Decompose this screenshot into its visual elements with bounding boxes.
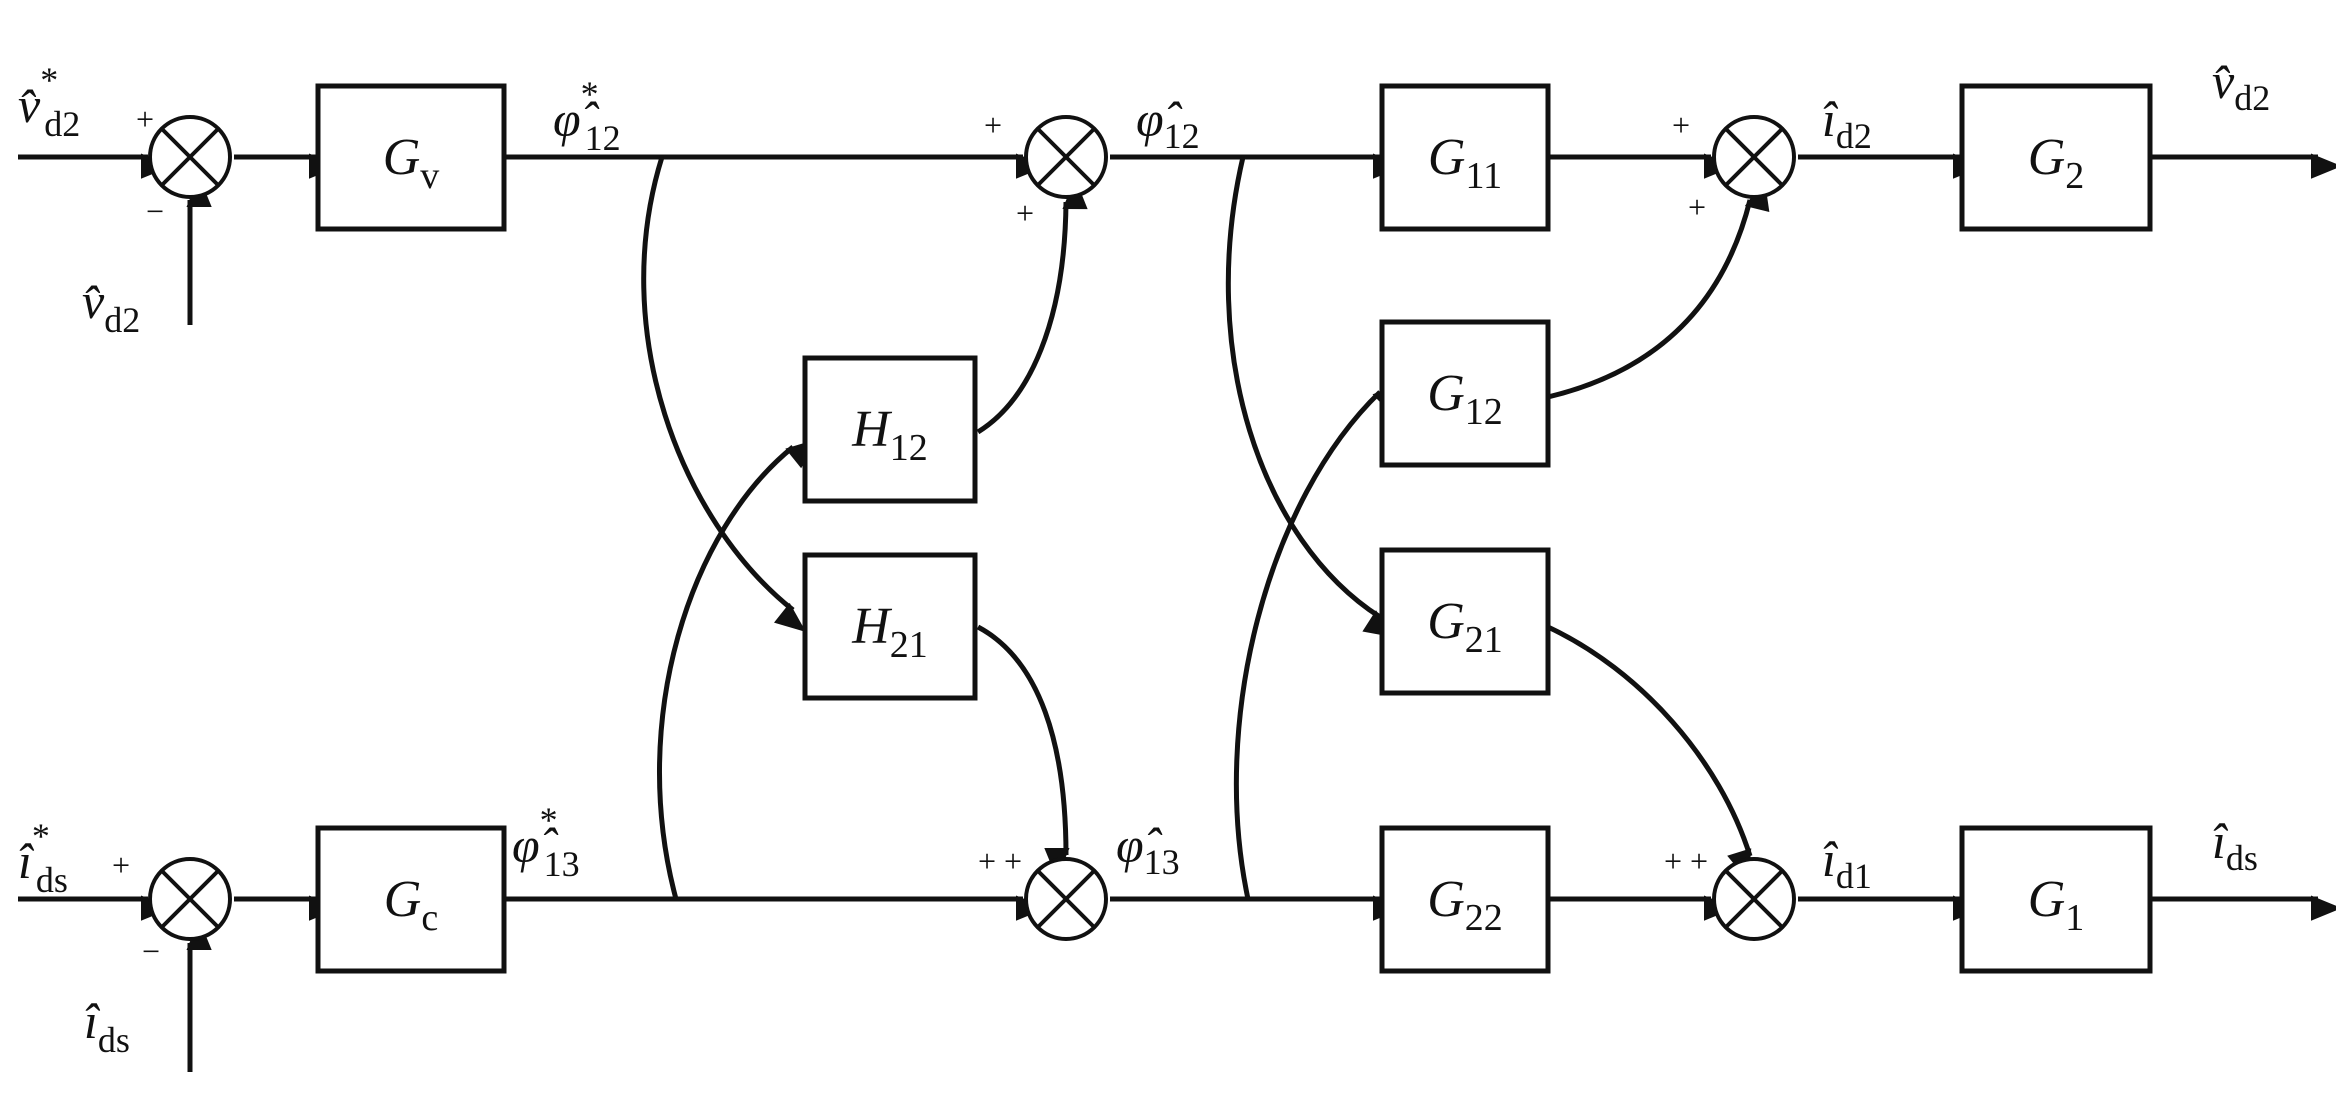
wire-g21-to-sum6 [1546,624,1753,882]
sign-sum1-plus: + [136,101,154,137]
label-phi13: φ̂13 [1116,817,1180,882]
block-g2: G2 [1959,83,2153,232]
block-g21: G21 [1379,547,1551,696]
sum-junction-phi13 [1024,857,1108,941]
wire-h21-to-sum4 [976,624,1070,879]
block-gc: Gc [315,825,507,974]
label-ids-ref: î*ds [18,816,68,900]
block-g1: G1 [1959,825,2153,974]
sign-sum1-minus: − [146,193,164,229]
block-gv: Gv [315,83,507,232]
sign-sum2-plus: + [112,847,130,883]
sum-junction-vd2 [148,115,232,199]
svg-text:G11: G11 [1428,129,1502,197]
label-ids-out: îds [2212,813,2258,878]
sign-sum3-plus-bottom: + [1016,195,1034,231]
label-phi13-ref: φ̂*13 [512,800,580,884]
sign-sum6-plusplus: + + [1664,843,1708,879]
wire-phi13-to-g12 [1233,382,1404,900]
label-vd2-feedback: v̂d2 [82,273,140,340]
svg-text:G21: G21 [1427,593,1503,661]
svg-text:G1: G1 [2028,871,2085,939]
label-phi12: φ̂12 [1136,91,1200,156]
label-vd2-ref: v̂*d2 [18,60,80,144]
svg-text:Gv: Gv [383,129,440,197]
block-g11: G11 [1379,83,1551,232]
sum-junction-id1 [1712,857,1796,941]
sum-junction-ids [148,857,232,941]
label-vd2-out: v̂d2 [2212,53,2270,118]
sum-junction-phi12 [1024,115,1108,199]
sign-sum4-plusplus: + + [978,843,1022,879]
block-g22: G22 [1379,825,1551,974]
wire-phi12-to-g21 [1225,156,1396,638]
wire-phi12ref-to-h21 [641,156,806,632]
svg-text:H12: H12 [851,401,928,469]
svg-text:G12: G12 [1427,365,1503,433]
sign-sum2-minus: − [142,933,160,969]
label-id2: îd2 [1822,91,1872,156]
signal-wires [18,153,2336,1072]
label-ids-feedback: îds [84,993,130,1060]
svg-text:H21: H21 [851,598,928,666]
label-id1: îd1 [1822,831,1872,896]
svg-text:G22: G22 [1427,871,1503,939]
label-phi12-ref: φ̂*12 [553,74,621,158]
block-h12: H12 [802,355,978,504]
sign-sum3-plus-left: + [984,107,1002,143]
sign-sum5-plus-bottom: + [1688,189,1706,225]
block-h21: H21 [802,552,978,701]
wire-h12-to-sum3 [976,178,1088,435]
svg-text:G2: G2 [2028,129,2085,197]
svg-text:Gc: Gc [384,871,438,939]
sign-sum5-plus-left: + [1672,107,1690,143]
block-g12: G12 [1379,319,1551,468]
wire-g12-to-sum5 [1547,179,1770,400]
wire-phi13ref-to-h12 [657,439,818,900]
sum-junction-id2 [1712,115,1796,199]
